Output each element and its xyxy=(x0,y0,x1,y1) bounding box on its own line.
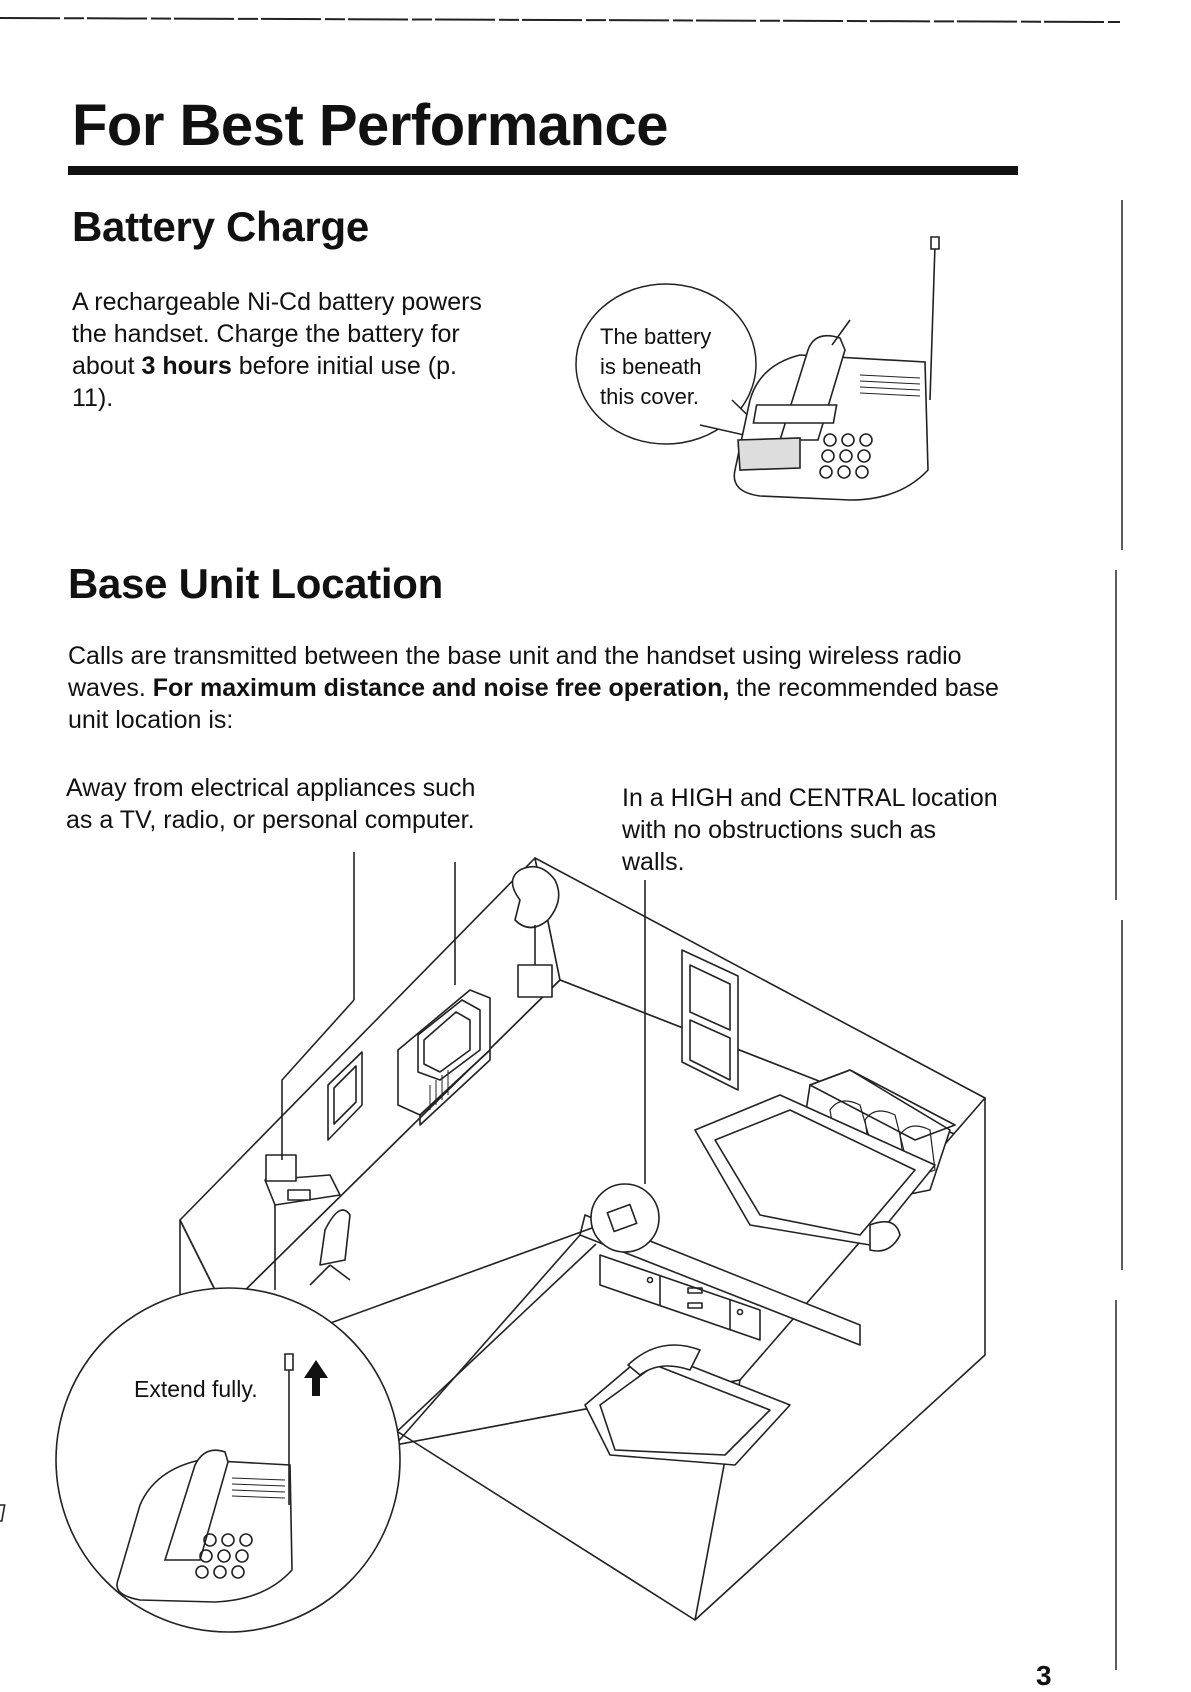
right-note-text: In a HIGH and CENTRAL location with no o… xyxy=(622,784,998,876)
callout-bubble xyxy=(576,284,756,444)
page-number: 3 xyxy=(1036,1660,1052,1691)
callout-line-2: is beneath xyxy=(600,354,702,379)
battery-text-part-2: before initial use (p. 11). xyxy=(72,352,457,412)
battery-charge-text: A rechargeable Ni-Cd battery powers the … xyxy=(72,286,502,414)
base-unit-intro-text: Calls are transmitted between the base u… xyxy=(68,640,1028,736)
battery-charge-heading: Battery Charge xyxy=(72,203,369,250)
battery-callout-text: The battery is beneath this cover. xyxy=(600,322,740,412)
cordless-phone-icon xyxy=(734,237,939,500)
battery-callout-illustration xyxy=(576,237,939,500)
page-edge-lines xyxy=(1116,200,1122,1670)
left-note-text: Away from electrical appliances such as … xyxy=(66,774,476,834)
extend-fully-label: Extend fully. xyxy=(134,1376,258,1402)
up-arrow-icon xyxy=(304,1360,328,1396)
intro-bold: For maximum distance and noise free oper… xyxy=(152,674,730,702)
base-unit-location-heading: Base Unit Location xyxy=(68,560,443,607)
battery-text-bold: 3 hours xyxy=(141,352,232,380)
base-phone-icon xyxy=(0,1354,293,1602)
intro-part-1: Calls are transmitted between the base u… xyxy=(68,642,962,702)
intro-part-2: the recommended base unit location is: xyxy=(68,674,999,734)
antenna-inset xyxy=(0,1288,400,1632)
title-underline xyxy=(68,166,1018,175)
callout-line-3: this cover. xyxy=(600,384,700,409)
page-title: For Best Performance xyxy=(72,93,668,158)
battery-text-part-1: A rechargeable Ni-Cd battery powers the … xyxy=(72,288,482,380)
leader-lines xyxy=(282,852,645,1440)
callout-line-1: The battery xyxy=(600,324,712,349)
room-illustration xyxy=(180,858,985,1620)
